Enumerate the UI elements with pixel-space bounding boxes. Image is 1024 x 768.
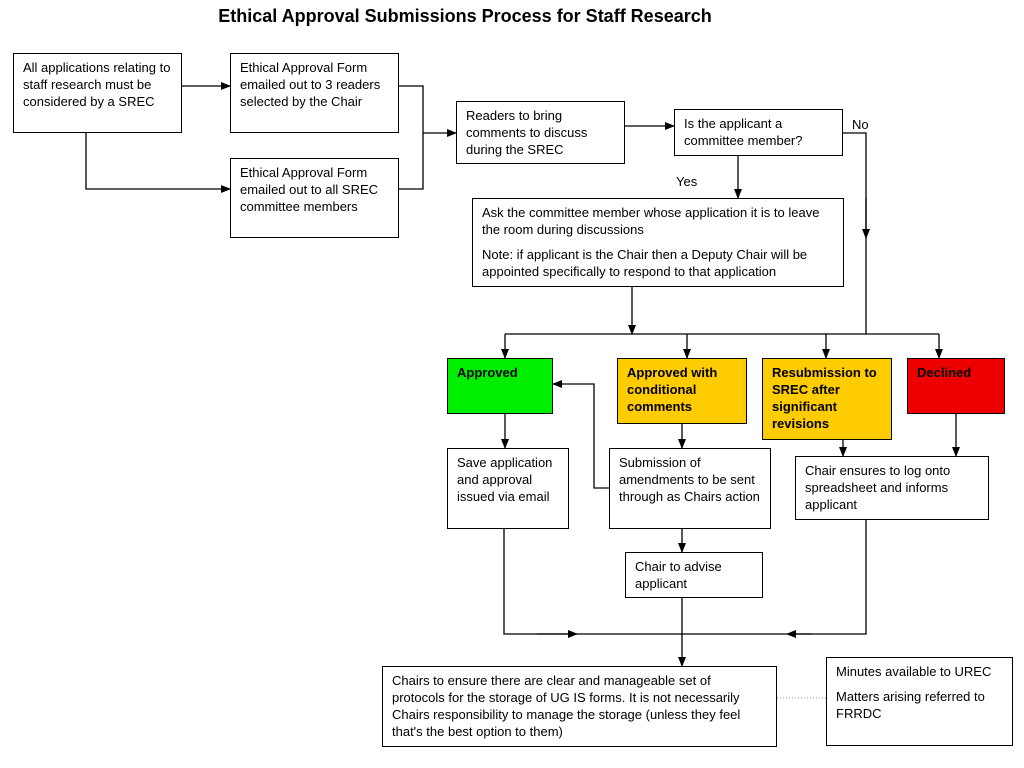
resubmission-box: Resubmission to SREC after significant r… — [762, 358, 892, 440]
applicant-question-box: Is the applicant a committee member? — [674, 109, 843, 156]
matters-arising-text: Matters arising referred to FRRDC — [836, 689, 985, 721]
submission-amendments-text: Submission of amendments to be sent thro… — [619, 455, 760, 504]
page-title: Ethical Approval Submissions Process for… — [218, 6, 712, 26]
line-question-no — [843, 132, 867, 334]
start-box: All applications relating to staff resea… — [13, 53, 182, 133]
yes-label: Yes — [676, 174, 698, 189]
declined-text: Declined — [917, 365, 972, 380]
chair-log-box: Chair ensures to log onto spreadsheet an… — [795, 456, 989, 520]
declined-box: Declined — [907, 358, 1005, 414]
leave-room-text: Ask the committee member whose applicati… — [482, 205, 820, 237]
minutes-box: Minutes available to UREC Matters arisin… — [826, 657, 1013, 746]
chairs-protocols-text: Chairs to ensure there are clear and man… — [392, 673, 741, 739]
approved-conditional-box: Approved with conditional comments — [617, 358, 747, 424]
start-text: All applications relating to staff resea… — [23, 60, 171, 109]
minutes-text: Minutes available to UREC — [836, 664, 992, 679]
line-save-down — [503, 528, 682, 635]
save-application-box: Save application and approval issued via… — [447, 448, 569, 529]
form-readers-text: Ethical Approval Form emailed out to 3 r… — [240, 60, 381, 109]
readers-comments-text: Readers to bring comments to discuss dur… — [466, 108, 588, 157]
chairs-protocols-box: Chairs to ensure there are clear and man… — [382, 666, 777, 747]
applicant-question-text: Is the applicant a committee member? — [684, 116, 803, 148]
line-readers-form-out — [399, 85, 424, 190]
resubmission-text: Resubmission to SREC after significant r… — [772, 365, 877, 431]
chair-advise-text: Chair to advise applicant — [635, 559, 722, 591]
arrow-start-to-all-form — [85, 133, 231, 193]
readers-comments-box: Readers to bring comments to discuss dur… — [456, 101, 625, 164]
form-all-box: Ethical Approval Form emailed out to all… — [230, 158, 399, 238]
approved-text: Approved — [457, 365, 518, 380]
leave-room-box: Ask the committee member whose applicati… — [472, 198, 844, 287]
line-log-down — [682, 520, 867, 635]
submission-amendments-box: Submission of amendments to be sent thro… — [609, 448, 771, 529]
arrow-submission-to-approved — [552, 380, 609, 489]
leave-room-note: Note: if applicant is the Chair then a D… — [482, 247, 808, 279]
approved-box: Approved — [447, 358, 553, 414]
chair-log-text: Chair ensures to log onto spreadsheet an… — [805, 463, 951, 512]
approved-conditional-text: Approved with conditional comments — [627, 365, 718, 414]
save-application-text: Save application and approval issued via… — [457, 455, 553, 504]
form-readers-box: Ethical Approval Form emailed out to 3 r… — [230, 53, 399, 133]
form-all-text: Ethical Approval Form emailed out to all… — [240, 165, 379, 214]
no-label: No — [852, 117, 869, 132]
chair-advise-box: Chair to advise applicant — [625, 552, 763, 598]
